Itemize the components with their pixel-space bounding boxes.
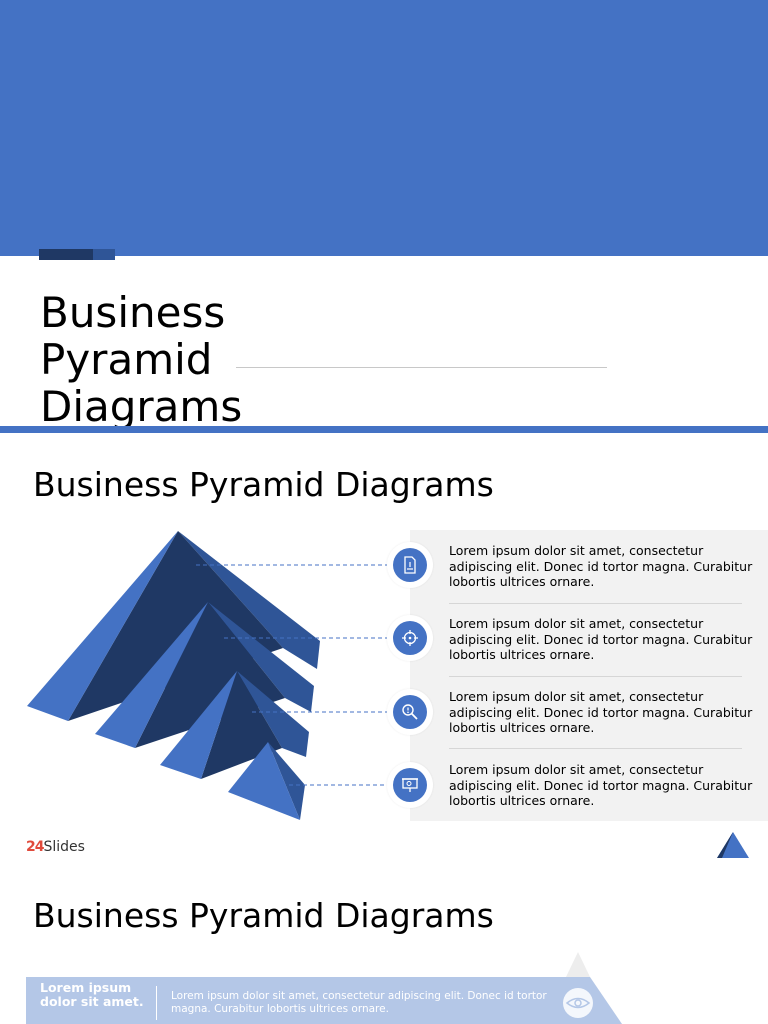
pyramid-tier-1-shadow (68, 531, 283, 721)
document-icon (393, 548, 427, 582)
title-line-3: Diagrams (40, 382, 243, 431)
header-color-band (0, 0, 768, 256)
stepped-pyramid-graphic (27, 531, 395, 820)
title-line-1: Business (40, 288, 226, 337)
pyramid-tier-2-shadow (135, 602, 285, 748)
pyramid-tier-3-face (160, 671, 237, 779)
corner-triangle-icon (717, 832, 749, 858)
item-text-2: Lorem ipsum dolor sit amet, consectetur … (449, 616, 753, 662)
pyramid-tier-1-face (27, 531, 178, 721)
magnifier-icon (393, 695, 427, 729)
slide-title: Business Pyramid Diagrams (33, 896, 494, 935)
title-line-2: Pyramid (40, 335, 213, 384)
info-bar-divider (156, 986, 157, 1020)
presentation-board-icon (393, 768, 427, 802)
item-text-3: Lorem ipsum dolor sit amet, consectetur … (449, 689, 753, 735)
item-text-4: Lorem ipsum dolor sit amet, consectetur … (449, 762, 753, 808)
slide-divider (0, 426, 768, 433)
info-bar (26, 977, 586, 1024)
pyramid-tier-3-side (237, 671, 309, 757)
item-text-1: Lorem ipsum dolor sit amet, consectetur … (449, 543, 753, 589)
title-rule (236, 367, 607, 368)
brand-logo-word: Slides (43, 839, 85, 855)
info-bar-text: Lorem ipsum dolor sit amet, consectetur … (171, 990, 547, 1015)
pyramid-tier-2-face (95, 602, 208, 748)
item-separator (449, 748, 742, 749)
eye-icon (565, 997, 591, 1009)
text-panel (410, 530, 768, 821)
crosshair-icon (393, 621, 427, 655)
brand-logo: 24Slides (26, 838, 85, 856)
pyramid-segment-graphic (534, 952, 622, 1024)
item-separator (449, 603, 742, 604)
accent-bar-light (93, 249, 115, 260)
item-separator (449, 676, 742, 677)
accent-bar-dark (39, 249, 93, 260)
eye-icon-halo (563, 988, 593, 1018)
pyramid-tier-2-side (208, 602, 314, 712)
info-bar-heading: Lorem ipsum dolor sit amet. (40, 980, 144, 1009)
brand-logo-number: 24 (26, 839, 45, 855)
slide-title: Business Pyramid Diagrams (33, 465, 494, 504)
pyramid-tier-4-side (268, 742, 305, 820)
pyramid-apex (566, 952, 590, 977)
pyramid-tier-4-face (228, 742, 300, 820)
